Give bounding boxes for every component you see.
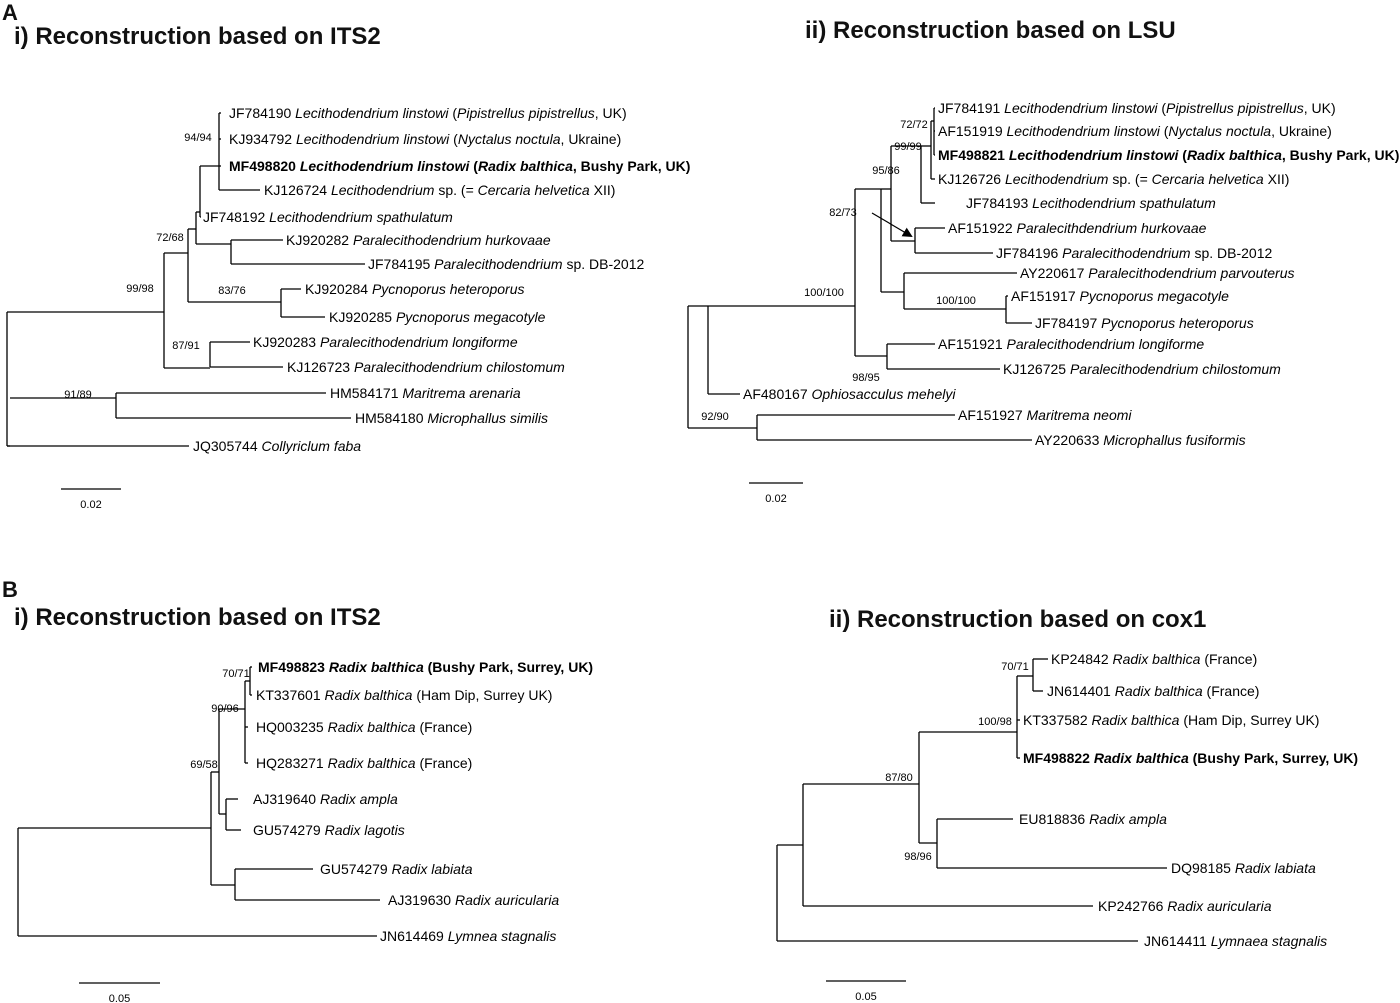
tree-a-i-title: i) Reconstruction based on ITS2 (14, 23, 381, 50)
taxon-label: AF151921 Paralecithodendrium longiforme (938, 336, 1204, 352)
taxon-label: JF784195 Paralecithodendrium sp. DB-2012 (368, 256, 645, 272)
taxon-label: JN614469 Lymnea stagnalis (380, 928, 556, 944)
taxon-label: HM584171 Maritrema arenaria (330, 385, 521, 401)
taxon-label: KT337582 Radix balthica (Ham Dip, Surrey… (1023, 712, 1319, 728)
taxon-label: AF151919 Lecithodendrium linstowi (Nycta… (938, 123, 1332, 139)
taxon-label: EU818836 Radix ampla (1019, 811, 1167, 827)
panel-label-b: B (2, 577, 18, 602)
taxon-label: AJ319630 Radix auricularia (388, 892, 559, 908)
taxon-label: JN614401 Radix balthica (France) (1047, 683, 1259, 699)
support-value: 72/68 (156, 232, 184, 244)
taxon-label: GU574279 Radix labiata (320, 861, 473, 877)
taxon-label: HM584180 Microphallus similis (355, 410, 548, 426)
tree-a-ii: JF784191 Lecithodendrium linstowi (Pipis… (687, 100, 1399, 505)
taxon-label: KP242766 Radix auricularia (1098, 898, 1272, 914)
taxon-label: MF498823 Radix balthica (Bushy Park, Sur… (258, 659, 593, 675)
support-value: 100/100 (804, 287, 844, 299)
panel-label-a: A (2, 0, 18, 25)
support-value: 72/72 (900, 119, 928, 131)
scale-bar-label: 0.05 (109, 993, 130, 1003)
taxon-label: AJ319640 Radix ampla (253, 791, 398, 807)
scale-bar-label: 0.02 (80, 499, 101, 511)
support-value: 69/58 (190, 759, 218, 771)
taxon-label: MF498821 Lecithodendrium linstowi (Radix… (938, 147, 1399, 163)
taxon-label: KJ126726 Lecithodendrium sp. (= Cercaria… (938, 171, 1289, 187)
taxon-label: JF748192 Lecithodendrium spathulatum (203, 209, 453, 225)
support-value: 100/98 (978, 716, 1012, 728)
support-value: 70/71 (222, 668, 250, 680)
scale-bar-label: 0.02 (765, 493, 786, 505)
taxon-label: JN614411 Lymnaea stagnalis (1144, 933, 1327, 949)
taxon-label: HQ283271 Radix balthica (France) (256, 755, 472, 771)
taxon-label: GU574279 Radix lagotis (253, 822, 405, 838)
support-value: 91/89 (64, 389, 92, 401)
taxon-label: KJ934792 Lecithodendrium linstowi (Nycta… (229, 131, 621, 147)
taxon-label: KJ920283 Paralecithodendrium longiforme (253, 334, 518, 350)
support-value: 94/94 (184, 132, 212, 144)
tree-b-ii: KP24842 Radix balthica (France) JN614401 … (776, 651, 1358, 1003)
scale-bar-label: 0.05 (855, 991, 876, 1003)
support-value: 87/80 (885, 772, 913, 784)
support-pointer-arrow (871, 212, 913, 238)
taxon-label: KJ126725 Paralecithodendrium chilostomum (1003, 361, 1281, 377)
tree-a-ii-title: ii) Reconstruction based on LSU (805, 17, 1176, 44)
support-value: 82/73 (829, 207, 857, 219)
support-value: 99/99 (894, 141, 922, 153)
taxon-label: HQ003235 Radix balthica (France) (256, 719, 472, 735)
tree-b-i-title: i) Reconstruction based on ITS2 (14, 604, 381, 631)
support-value: 90/96 (211, 703, 239, 715)
support-value: 100/100 (936, 295, 976, 307)
taxon-label: AY220633 Microphallus fusiformis (1035, 432, 1246, 448)
taxon-label: JF784193 Lecithodendrium spathulatum (966, 195, 1216, 211)
taxon-label: AF480167 Ophiosacculus mehelyi (743, 386, 956, 402)
taxon-label: KJ126723 Paralecithodendrium chilostomum (287, 359, 565, 375)
taxon-label: AF151922 Paralecithdendrium hurkovaae (948, 220, 1207, 236)
taxon-label: MF498822 Radix balthica (Bushy Park, Sur… (1023, 750, 1358, 766)
tree-a-i: JF784190 Lecithodendrium linstowi (Pipis… (6, 105, 690, 511)
support-value: 83/76 (218, 285, 246, 297)
support-value: 87/91 (172, 340, 200, 352)
taxon-label: MF498820 Lecithodendrium linstowi (Radix… (229, 158, 690, 174)
taxon-label: JF784191 Lecithodendrium linstowi (Pipis… (938, 100, 1336, 116)
taxon-label: KP24842 Radix balthica (France) (1051, 651, 1257, 667)
taxon-label: KJ920282 Paralecithodendrium hurkovaae (286, 232, 551, 248)
taxon-label: JF784196 Paralecithodendrium sp. DB-2012 (996, 245, 1273, 261)
support-value: 98/95 (852, 372, 880, 384)
support-value: 70/71 (1001, 661, 1029, 673)
tree-b-i: MF498823 Radix balthica (Bushy Park, Sur… (17, 659, 593, 1003)
taxon-label: AY220617 Paralecithodendrium parvouterus (1020, 265, 1294, 281)
support-value: 92/90 (701, 411, 729, 423)
taxon-label: KJ920284 Pycnoporus heteroporus (305, 281, 525, 297)
taxon-label: AF151917 Pycnoporus megacotyle (1011, 288, 1229, 304)
tree-b-ii-title: ii) Reconstruction based on cox1 (829, 606, 1207, 633)
taxon-label: JF784197 Pycnoporus heteroporus (1035, 315, 1254, 331)
taxon-label: AF151927 Maritrema neomi (958, 407, 1132, 423)
support-value: 98/96 (904, 851, 932, 863)
support-value: 99/98 (126, 283, 154, 295)
taxon-label: KJ126724 Lecithodendrium sp. (= Cercaria… (264, 182, 615, 198)
taxon-label: JQ305744 Collyriclum faba (193, 438, 361, 454)
taxon-label: KJ920285 Pycnoporus megacotyle (329, 309, 546, 325)
taxon-label: KT337601 Radix balthica (Ham Dip, Surrey… (256, 687, 552, 703)
taxon-label: DQ98185 Radix labiata (1171, 860, 1316, 876)
support-value: 95/86 (872, 165, 900, 177)
taxon-label: JF784190 Lecithodendrium linstowi (Pipis… (229, 105, 627, 121)
